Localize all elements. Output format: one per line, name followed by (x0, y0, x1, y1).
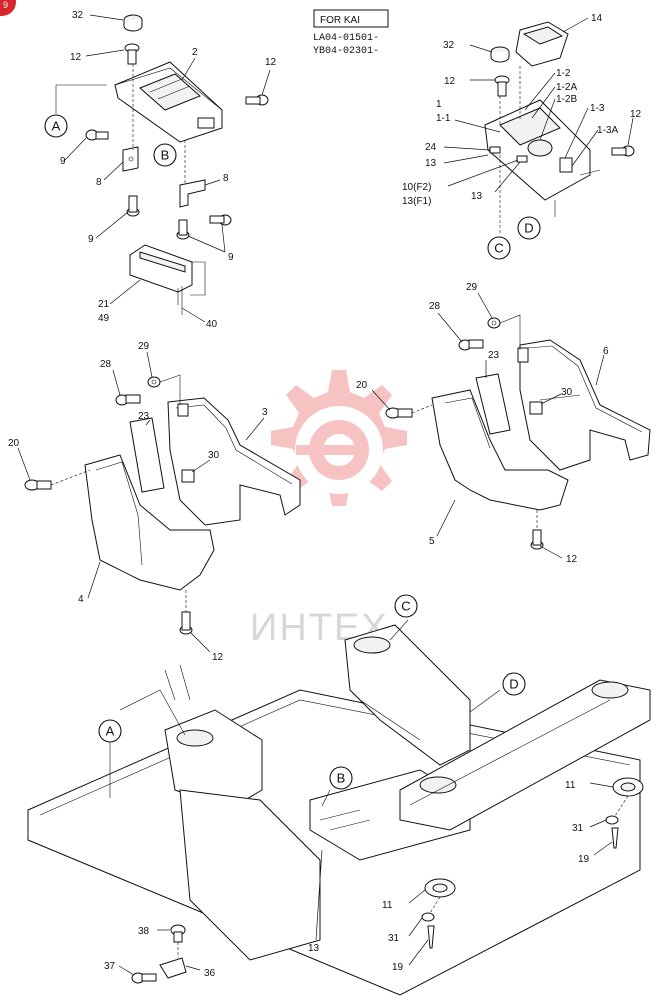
label-2: 2 (192, 47, 198, 58)
variant-box-label: FOR KAI (320, 15, 360, 26)
console-assembly-right (443, 17, 635, 235)
label-29: 29 (466, 282, 478, 293)
label-9: 9 (88, 234, 94, 245)
variant-header: FOR KAI LA04-01501- YB04-02301- (313, 9, 389, 57)
label-11: 11 (382, 900, 393, 911)
label-38: 38 (138, 926, 150, 937)
callout-d-bottom: D (502, 672, 526, 696)
svg-text:C: C (401, 599, 410, 614)
label-8: 8 (223, 173, 229, 184)
label-24: 24 (425, 142, 437, 153)
label-40: 40 (206, 319, 218, 330)
callout-c-top: C (487, 236, 511, 260)
label-12: 12 (566, 554, 578, 565)
label-1-3a: 1-3A (597, 125, 618, 136)
label-12: 12 (212, 652, 224, 663)
callout-a-bottom: A (98, 719, 122, 743)
label-9: 9 (60, 156, 66, 167)
label-5: 5 (429, 536, 435, 547)
label-20: 20 (356, 380, 368, 391)
label-37: 37 (104, 961, 116, 972)
label-12: 12 (444, 76, 456, 87)
callout-d-top: D (517, 216, 541, 240)
label-4: 4 (78, 594, 84, 605)
svg-text:A: A (106, 724, 115, 739)
serial-line-2: YB04-02301- (313, 46, 379, 57)
callout-c-bottom: C (394, 594, 418, 618)
svg-text:D: D (524, 221, 533, 236)
label-11: 11 (565, 780, 576, 791)
svg-text:A: A (52, 119, 61, 134)
label-30: 30 (208, 450, 220, 461)
label-31: 31 (572, 823, 584, 834)
label-14: 14 (591, 13, 603, 24)
label-12: 12 (265, 57, 277, 68)
label-12: 12 (70, 52, 82, 63)
callout-b-top: B (153, 143, 177, 167)
label-23: 23 (488, 350, 500, 361)
label-30: 30 (561, 387, 573, 398)
label-1: 1 (436, 99, 442, 110)
label-8: 8 (96, 177, 102, 188)
chassis-frame (27, 619, 651, 996)
label-13-f1: 13(F1) (402, 196, 431, 207)
label-1-2: 1-2 (556, 68, 571, 79)
cover-assembly-left (17, 351, 301, 653)
label-3: 3 (262, 407, 268, 418)
svg-text:B: B (337, 771, 346, 786)
cover-assembly-right (371, 292, 651, 559)
label-13: 13 (471, 191, 483, 202)
label-1-3: 1-3 (590, 103, 605, 114)
label-32: 32 (443, 40, 455, 51)
label-19: 19 (392, 962, 404, 973)
label-49: 49 (98, 313, 110, 324)
label-32: 32 (72, 10, 84, 21)
serial-line-1: LA04-01501- (313, 33, 379, 44)
corner-mark: 9 (0, 0, 16, 16)
callout-b-bottom: B (329, 766, 353, 790)
svg-text:D: D (509, 677, 518, 692)
label-19: 19 (578, 854, 590, 865)
svg-text:B: B (161, 148, 170, 163)
label-36: 36 (204, 968, 216, 979)
label-12: 12 (630, 109, 642, 120)
label-31: 31 (388, 933, 400, 944)
label-1-2a: 1-2A (556, 82, 577, 93)
label-6: 6 (603, 346, 609, 357)
label-13: 13 (425, 158, 437, 169)
label-13: 13 (308, 943, 320, 954)
label-1-2b: 1-2B (556, 94, 577, 105)
callout-a-top: A (44, 114, 68, 138)
watermark-gear-icon (271, 370, 407, 506)
console-assembly-left (55, 14, 271, 323)
label-10-f2: 10(F2) (402, 182, 431, 193)
label-20: 20 (8, 438, 20, 449)
label-1-1: 1-1 (436, 113, 451, 124)
label-28: 28 (100, 359, 112, 370)
svg-text:C: C (494, 241, 503, 256)
label-28: 28 (429, 301, 441, 312)
label-9: 9 (228, 252, 234, 263)
svg-text:9: 9 (3, 0, 8, 10)
label-29: 29 (138, 341, 150, 352)
label-23: 23 (138, 411, 150, 422)
label-21: 21 (98, 299, 110, 310)
